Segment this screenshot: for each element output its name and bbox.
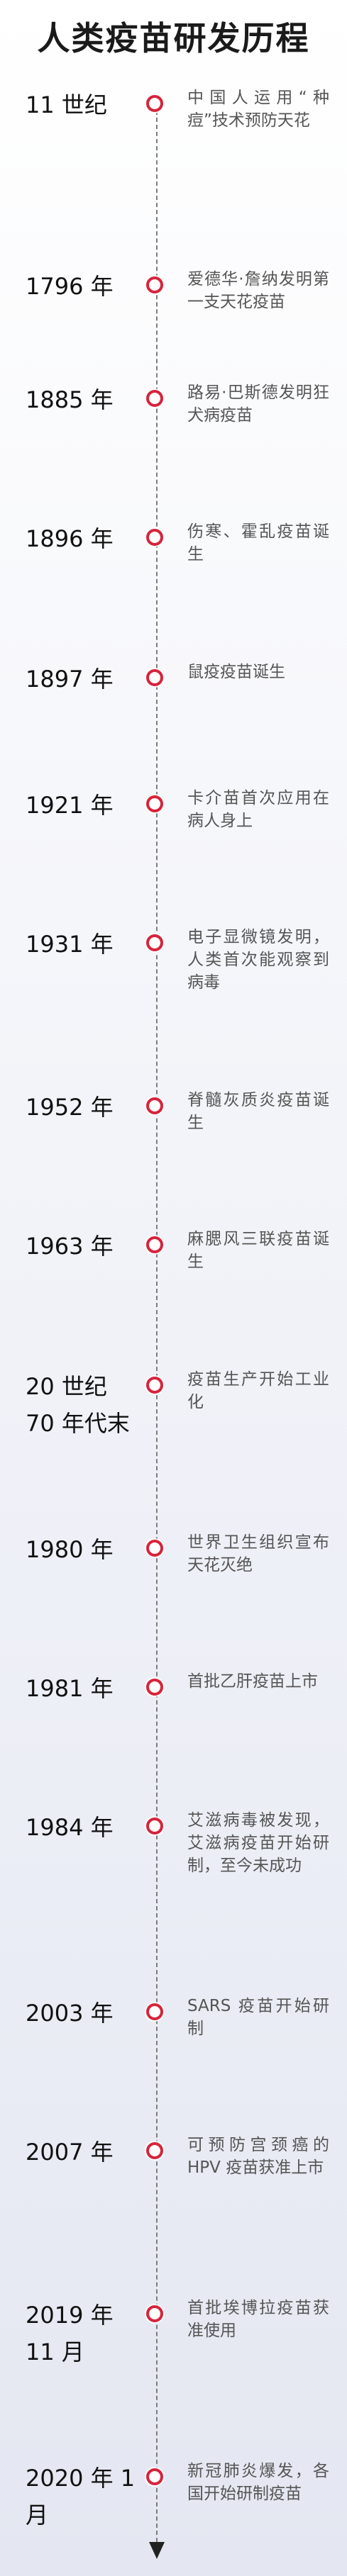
timeline-arrow-icon xyxy=(149,2542,165,2559)
event-description: 中国人运用“种痘”技术预防天花 xyxy=(187,89,329,130)
timeline-dot-icon xyxy=(146,2305,163,2322)
event-date: 2003 年 xyxy=(26,2000,114,2027)
event-description: 鼠疫疫苗诞生 xyxy=(187,663,285,681)
event-date: 1921 年 xyxy=(26,792,114,819)
event-date: 11 世纪 xyxy=(26,91,107,118)
event-description: 爱德华·詹纳发明第一支天花疫苗 xyxy=(187,270,329,311)
event-description: 路易·巴斯德发明狂犬病疫苗 xyxy=(187,383,329,425)
event-date: 2020 年 1 月 xyxy=(26,2465,136,2529)
timeline-axis xyxy=(156,103,158,2542)
event-description: 可预防宫颈癌的 HPV 疫苗获准上市 xyxy=(187,2136,329,2177)
event-date: 1796 年 xyxy=(26,273,114,300)
event-description: 电子显微镜发明，人类首次能观察到病毒 xyxy=(187,928,329,992)
event-description: 卡介苗首次应用在病人身上 xyxy=(187,789,329,830)
event-date: 1931 年 xyxy=(26,931,114,958)
event-description: 脊髓灰质炎疫苗诞生 xyxy=(187,1091,329,1132)
event-date: 1896 年 xyxy=(26,525,114,552)
event-date: 1984 年 xyxy=(26,1814,114,1841)
event-date: 1952 年 xyxy=(26,1094,114,1121)
event-date: 1980 年 xyxy=(26,1536,114,1563)
timeline-dot-icon xyxy=(146,1377,163,1394)
timeline-dot-icon xyxy=(146,2003,163,2020)
event-description: 新冠肺炎爆发，各国开始研制疫苗 xyxy=(187,2462,329,2503)
page-title: 人类疫苗研发历程 xyxy=(37,19,310,57)
event-date: 1885 年 xyxy=(26,386,114,413)
timeline-dot-icon xyxy=(146,934,163,951)
timeline-dot-icon xyxy=(146,95,163,112)
timeline-dot-icon xyxy=(146,1679,163,1696)
event-date: 1981 年 xyxy=(26,1675,114,1702)
timeline-dot-icon xyxy=(146,2468,163,2485)
event-date: 2007 年 xyxy=(26,2139,114,2166)
event-description: 麻腮风三联疫苗诞生 xyxy=(187,1230,329,1271)
event-date: 20 世纪 70 年代末 xyxy=(26,1373,130,1437)
timeline-dot-icon xyxy=(146,1540,163,1557)
timeline-dot-icon xyxy=(146,2142,163,2159)
event-date: 1963 年 xyxy=(26,1233,114,1260)
event-date: 2019 年 11 月 xyxy=(26,2302,114,2365)
event-description: SARS 疫苗开始研制 xyxy=(187,1997,329,2038)
timeline-dot-icon xyxy=(146,1097,163,1114)
timeline-dot-icon xyxy=(146,276,163,293)
event-description: 伤寒、霍乱疫苗诞生 xyxy=(187,522,329,564)
timeline-dot-icon xyxy=(146,1236,163,1253)
event-description: 世界卫生组织宣布天花灭绝 xyxy=(187,1533,329,1574)
event-description: 疫苗生产开始工业化 xyxy=(187,1370,329,1411)
timeline-dot-icon xyxy=(146,390,163,407)
timeline-dot-icon xyxy=(146,669,163,686)
event-description: 首批埃博拉疫苗获准使用 xyxy=(187,2299,329,2340)
event-date: 1897 年 xyxy=(26,666,114,693)
timeline-dot-icon xyxy=(146,795,163,812)
timeline-dot-icon xyxy=(146,529,163,546)
event-description: 艾滋病毒被发现，艾滋病疫苗开始研制，至今未成功 xyxy=(187,1811,329,1875)
event-description: 首批乙肝疫苗上市 xyxy=(187,1672,318,1691)
timeline-dot-icon xyxy=(146,1818,163,1835)
